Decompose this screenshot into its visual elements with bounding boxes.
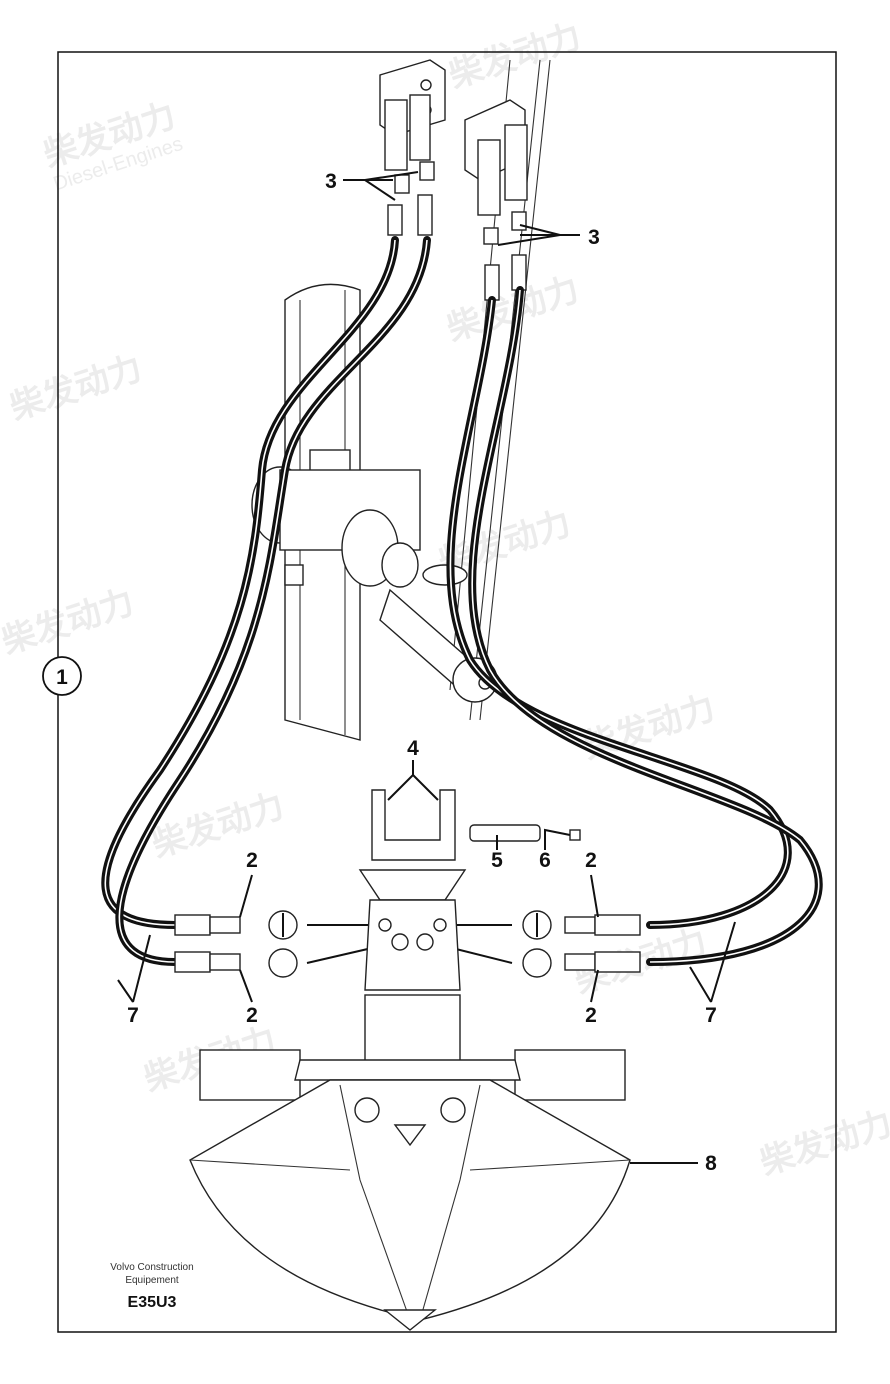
- callout-3-left: 3: [325, 170, 337, 193]
- callout-6: 6: [539, 849, 551, 872]
- callout-4: 4: [407, 737, 419, 760]
- caption-line-2: Equipement: [125, 1275, 179, 1286]
- fittings-left: [174, 914, 241, 973]
- caption-line-1: Volvo Construction: [110, 1262, 193, 1273]
- callout-5: 5: [491, 849, 503, 872]
- rotator-assembly: [199, 789, 626, 1101]
- svg-text:柴发动力: 柴发动力: [755, 1103, 890, 1183]
- svg-text:柴发动力: 柴发动力: [5, 348, 147, 428]
- fittings-right: [564, 914, 641, 973]
- svg-text:柴发动力: 柴发动力: [444, 16, 586, 96]
- drawing-code: E35U3: [128, 1294, 177, 1311]
- pin-and-nipple: [469, 824, 581, 842]
- callout-3-right: 3: [588, 226, 600, 249]
- callout-7-right: 7: [705, 1004, 717, 1027]
- callout-2-top-left: 2: [246, 849, 258, 872]
- valve-block-left: [379, 59, 446, 236]
- callout-1-circle: [42, 656, 82, 696]
- callout-2-top-right: 2: [585, 849, 597, 872]
- hoses: [101, 236, 823, 966]
- grab-bucket: [189, 1079, 631, 1331]
- callout-1: 1: [56, 666, 68, 689]
- callout-7-left: 7: [127, 1004, 139, 1027]
- leader-lines: [117, 171, 736, 1164]
- callout-2-bottom-right: 2: [585, 1004, 597, 1027]
- callout-8: 8: [705, 1152, 717, 1175]
- rotation-symbols: [268, 910, 552, 978]
- valve-block-right: [464, 99, 528, 301]
- svg-text:柴发动力: 柴发动力: [0, 582, 139, 662]
- callout-2-bottom-left: 2: [246, 1004, 258, 1027]
- rotator-link: [251, 466, 498, 703]
